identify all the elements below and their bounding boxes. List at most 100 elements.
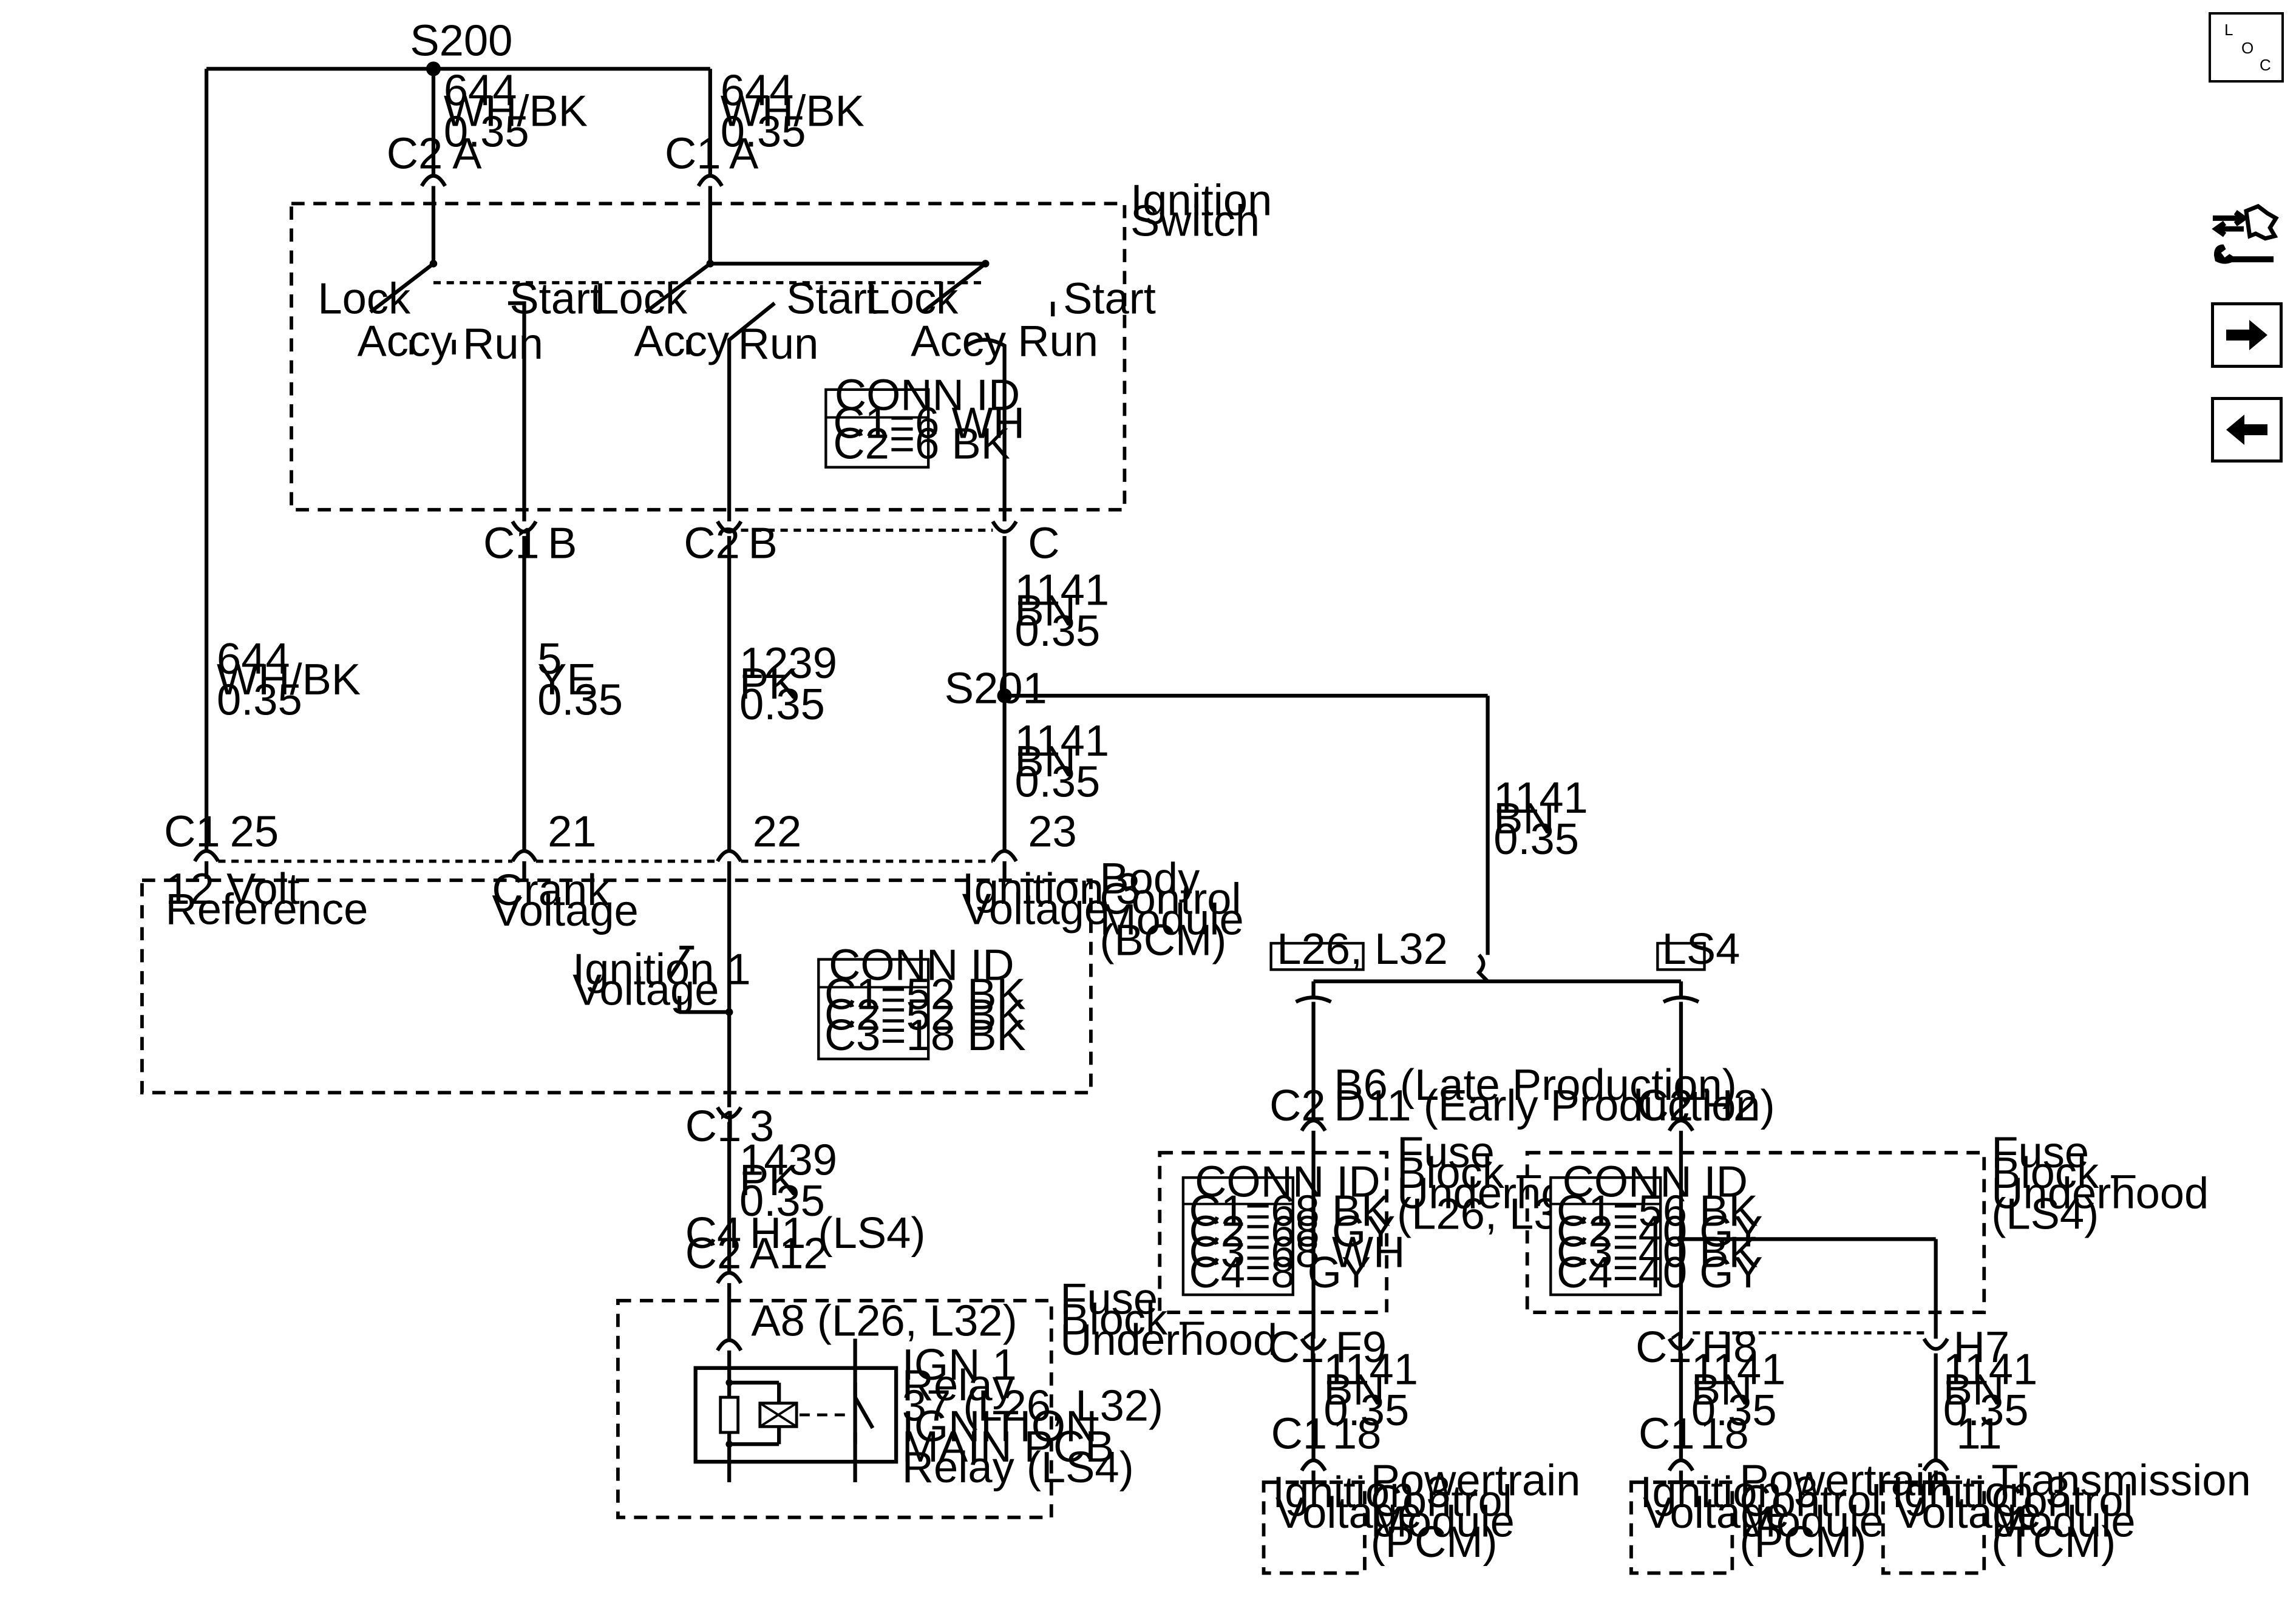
wire-label-644-top-left: 644 WH/BK 0.35: [444, 66, 588, 157]
diagram-label: 644: [721, 66, 794, 115]
fuse-block-l26-box: [1158, 1151, 1389, 1314]
diagram-label: PK: [739, 659, 798, 708]
diagram-label: 0.35: [1015, 758, 1101, 807]
wire-label-1141-h8: 1141 BN 0.35: [1691, 1344, 1786, 1435]
connector-pcm-l26: [1300, 1458, 1327, 1472]
diagram-label: Ignition 3: [962, 864, 1141, 914]
service-tools-icon[interactable]: [2207, 200, 2279, 266]
diagram-label: C4=40 GY: [1557, 1248, 1763, 1297]
diagram-label: C2: [387, 129, 443, 178]
diagram-label: 0.35: [1493, 815, 1579, 864]
diagram-label: 644: [444, 66, 517, 115]
diagram-label: 0.35: [721, 107, 806, 156]
splice-s200-label: S200: [410, 16, 512, 66]
diagram-label: BN: [1691, 1365, 1753, 1414]
diagram-label: Fuse: [1060, 1274, 1158, 1323]
loc-letter-l: L: [2224, 21, 2233, 39]
location-button[interactable]: L O C: [2209, 12, 2284, 83]
diagram-label: 1141: [1015, 566, 1110, 615]
fuse-block-main-box: [616, 1298, 1053, 1519]
junction-dot: [725, 1440, 733, 1448]
previous-page-button[interactable]: [2211, 397, 2283, 463]
wire-label-5: 5 YE 0.35: [537, 634, 623, 725]
diagram-label: C1: [665, 129, 721, 178]
diagram-label: 1141: [1691, 1344, 1786, 1394]
ignition-switch-conn-id: CONN ID C1=6 WH C2=6 BK: [824, 371, 1025, 469]
wire-segment: [759, 1402, 798, 1428]
run-contact-2: [727, 302, 776, 522]
diagram-label: C1: [1271, 1409, 1327, 1458]
junction-dot: [725, 1379, 733, 1386]
junction-dot: [725, 1008, 733, 1016]
diagram-label: (BCM): [1099, 915, 1226, 964]
diagram-label: BN: [1015, 586, 1076, 635]
connector-bcm-25: [193, 849, 220, 863]
diagram-label: YE: [537, 655, 596, 704]
diagram-label: BN: [1943, 1365, 2005, 1414]
wire-label-1141-f9: 1141 BN 0.35: [1323, 1344, 1418, 1435]
arrow-left-icon: [2226, 415, 2267, 445]
wire-segment: [853, 1396, 875, 1429]
diagram-label: Reference: [166, 885, 369, 934]
wire-option-split: [1476, 954, 1489, 983]
diagram-box: [1269, 941, 1365, 971]
diagram-label: A: [452, 129, 482, 178]
diagram-label: Relay (LS4): [902, 1443, 1134, 1492]
diagram-label: Ignition 1: [572, 945, 751, 994]
junction-dot: [706, 260, 715, 268]
diagram-label: C1: [1635, 1323, 1691, 1372]
bcm-12v-reference-label: 12 Volt Reference: [166, 864, 369, 934]
diagram-label: Control: [1371, 1476, 1512, 1525]
next-page-button[interactable]: [2211, 302, 2283, 368]
connector-pcm-ls4: [1667, 1458, 1694, 1472]
diagram-label: 3: [750, 1102, 774, 1151]
diagram-label: 18: [1333, 1409, 1381, 1458]
option-break-right: [1662, 995, 1700, 1004]
arrow-right-icon: [2226, 320, 2267, 350]
diagram-label: (PCM): [1739, 1517, 1866, 1567]
wire-label-1141-h7: 1141 BN 0.35: [1943, 1344, 2038, 1435]
wire-label-1141-b: 1141 BN 0.35: [1015, 716, 1110, 807]
diagram-label: Control: [1991, 1476, 2133, 1525]
diagram-label: Module: [1099, 895, 1243, 944]
bcm-conn-id: CONN ID C1=52 BK C2=52 BK C3=18 BK: [817, 940, 1026, 1060]
option-label-l26-l32: L26, L32: [1269, 924, 1448, 974]
diagram-label: 0.35: [444, 107, 529, 156]
diagram-label: Start: [1063, 274, 1156, 323]
diagram-box: [1181, 1176, 1294, 1297]
bcm-ignition3-voltage-label: Ignition 3 Voltage: [962, 864, 1141, 934]
diagram-label: 18: [1700, 1409, 1748, 1458]
diagram-label: F9: [1336, 1323, 1387, 1372]
junction-dot: [429, 260, 438, 268]
diagram-label: Ignition: [1130, 176, 1272, 225]
diagram-label: Crank: [492, 866, 610, 915]
fuse-block-ls4-box: [1525, 1151, 1986, 1314]
diagram-label: 0.35: [1691, 1386, 1777, 1435]
diagram-label: 0.35: [537, 676, 623, 725]
diagram-label: 1141: [1943, 1344, 2038, 1394]
diagram-label: C3=18 BK: [824, 1011, 1026, 1060]
connector-l26-f9: [1300, 1337, 1327, 1351]
diagram-label: C1: [685, 1102, 741, 1151]
diagram-label: D11 (Early Production): [1334, 1081, 1775, 1130]
diagram-label: C: [1028, 518, 1059, 568]
fuse-block-ls4-conn-id: CONN ID C1=56 BK C2=40 GY C3=40 BK C4=40…: [1549, 1157, 1763, 1297]
diagram-label: 22: [753, 807, 801, 856]
diagram-label: LS4: [1662, 924, 1741, 974]
diagram-label: Relay: [902, 1361, 1015, 1410]
connector-ls4-h8: [1667, 1337, 1694, 1351]
diagram-label: Accy: [911, 316, 1007, 365]
diagram-label: C1=56 BK: [1557, 1187, 1758, 1236]
diagram-label: Module: [1991, 1497, 2135, 1546]
start-contact-1: [508, 301, 526, 522]
diagram-label: 0.35: [1943, 1386, 2029, 1435]
diagram-label: 0.35: [739, 1176, 825, 1225]
diagram-label: A8 (L26, L32): [751, 1297, 1017, 1346]
diagram-label: CONN ID: [829, 940, 1014, 989]
connector-l26-c2: [1300, 1119, 1327, 1132]
diagram-label: 0.35: [1015, 606, 1101, 656]
diagram-label: C2=52 BK: [824, 990, 1026, 1039]
diagram-label: PK: [739, 1156, 798, 1205]
pcm-l26-input-label: Ignition 3 Voltage: [1272, 1468, 1451, 1537]
